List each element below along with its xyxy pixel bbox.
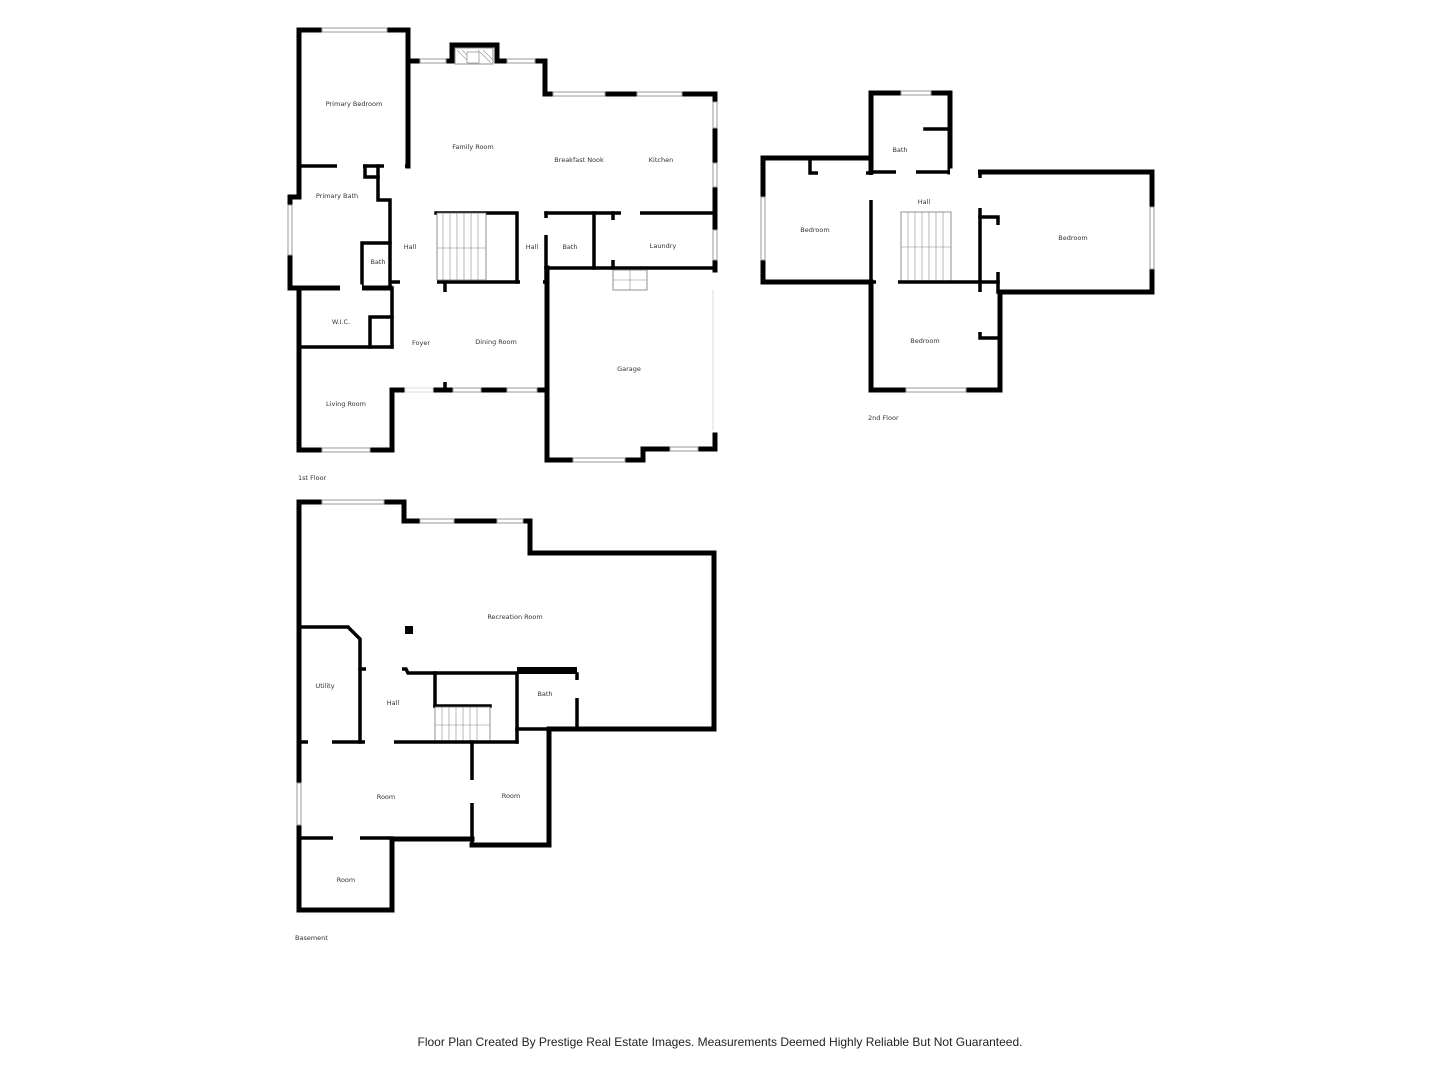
room-label-garage: Garage xyxy=(617,365,641,373)
room-label-primary-bedroom: Primary Bedroom xyxy=(326,100,383,108)
room-label-2f-bedroom-east: Bedroom xyxy=(1058,234,1087,242)
basement-plan xyxy=(296,499,717,913)
room-label-2f-bedroom-west: Bedroom xyxy=(800,226,829,234)
room-label-room-center: Room xyxy=(377,793,396,801)
room-label-laundry: Laundry xyxy=(650,242,677,250)
column-icon xyxy=(405,626,413,634)
room-label-basement-hall: Hall xyxy=(387,699,400,707)
room-label-hall-left: Hall xyxy=(404,243,417,251)
room-label-hall-center: Hall xyxy=(526,243,539,251)
floor-title-first: 1st Floor xyxy=(298,474,327,482)
room-label-2f-bedroom-south: Bedroom xyxy=(910,337,939,345)
room-label-bath-small: Bath xyxy=(370,258,385,266)
room-label-room-east: Room xyxy=(502,792,521,800)
room-label-bath-center: Bath xyxy=(562,243,577,251)
room-label-primary-bath: Primary Bath xyxy=(316,192,358,200)
floor-title-basement: Basement xyxy=(295,934,328,942)
floor-title-second: 2nd Floor xyxy=(868,414,899,422)
room-label-2f-hall: Hall xyxy=(918,198,931,206)
first-floor-plan xyxy=(287,27,718,463)
room-label-foyer: Foyer xyxy=(412,339,430,347)
room-label-dining-room: Dining Room xyxy=(475,338,517,346)
footer-disclaimer: Floor Plan Created By Prestige Real Esta… xyxy=(417,1035,1023,1049)
room-label-breakfast-nook: Breakfast Nook xyxy=(554,156,604,164)
room-label-basement-bath: Bath xyxy=(537,690,552,698)
room-label-utility: Utility xyxy=(315,682,334,690)
room-label-room-south: Room xyxy=(337,876,356,884)
room-label-2f-bath: Bath xyxy=(892,146,907,154)
room-label-living-room: Living Room xyxy=(326,400,366,408)
second-floor-plan xyxy=(760,90,1155,393)
room-label-kitchen: Kitchen xyxy=(649,156,673,164)
room-label-wic: W.I.C. xyxy=(332,318,350,326)
room-label-family-room: Family Room xyxy=(452,143,494,151)
room-label-recreation-room: Recreation Room xyxy=(487,613,542,621)
